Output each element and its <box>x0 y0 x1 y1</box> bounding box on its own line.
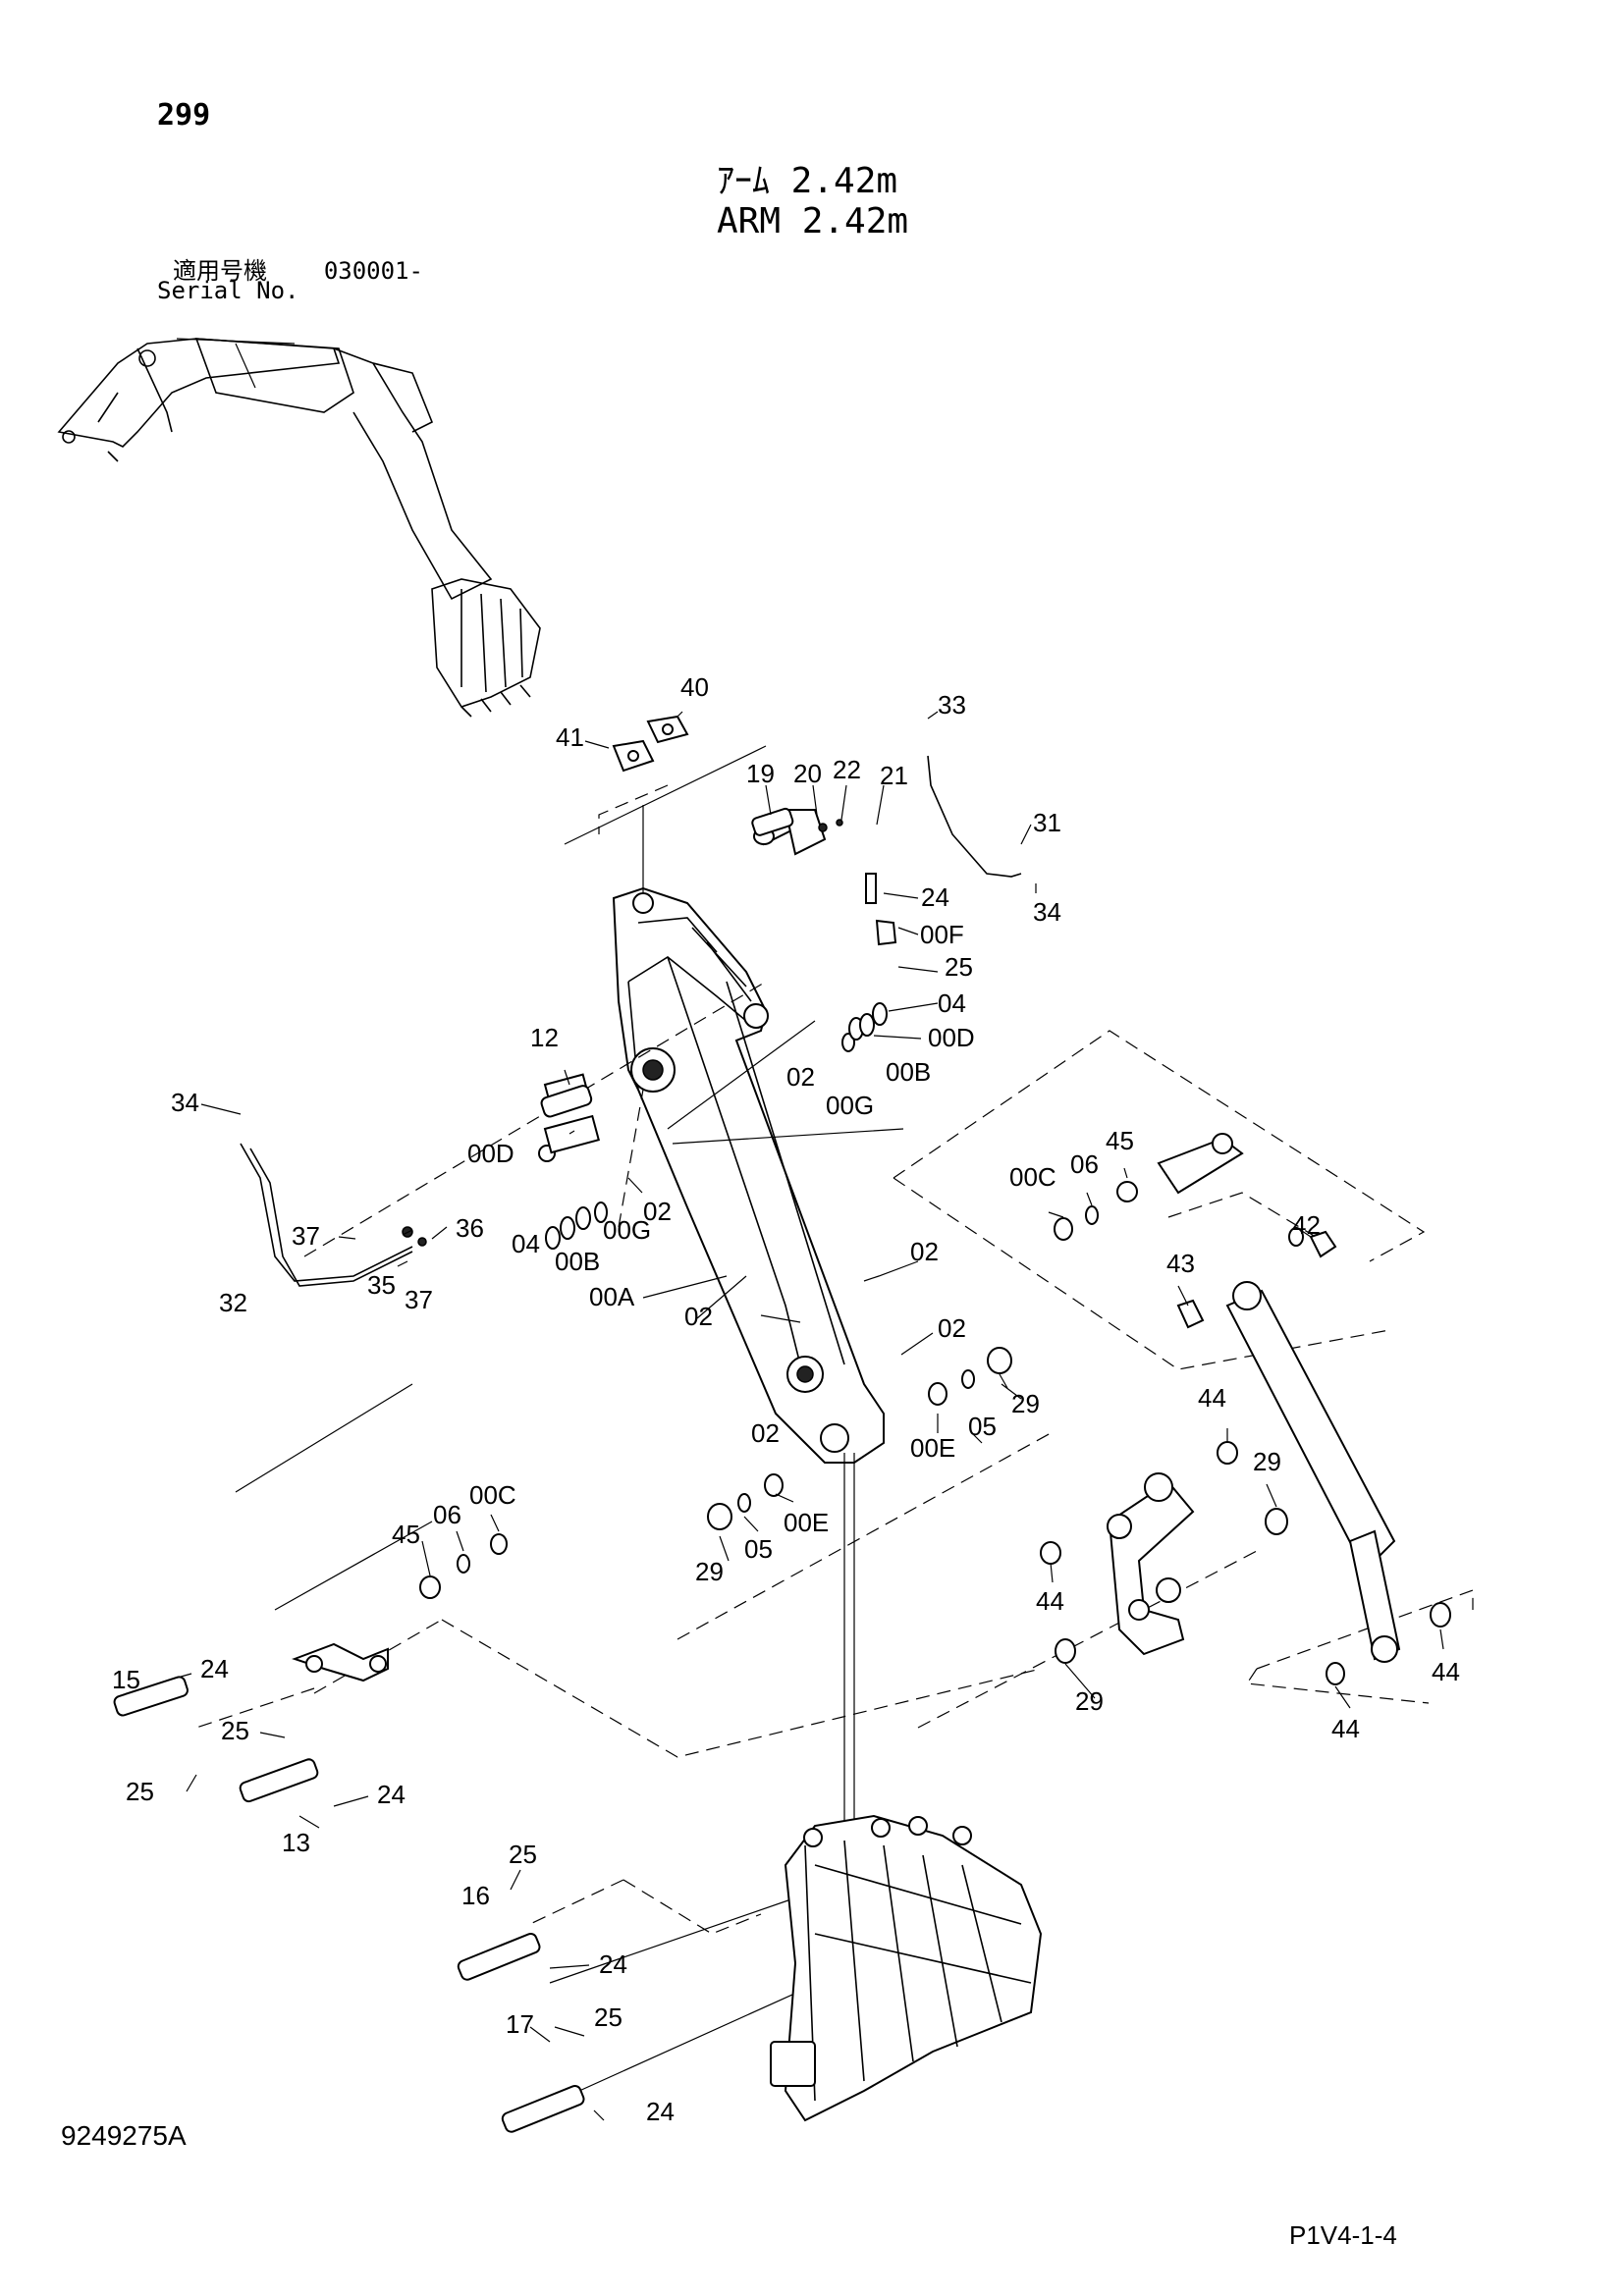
part-label: 02 <box>938 1313 966 1343</box>
serial-number-row: 適用号機 030001- <box>173 251 423 286</box>
part-label: 20 <box>793 759 822 788</box>
link-and-cylinder <box>292 1133 1451 1685</box>
part-label: 02 <box>643 1197 672 1226</box>
part-label: 24 <box>646 2097 675 2126</box>
drawing-number: 9249275A <box>61 2120 187 2151</box>
part-label: 40 <box>680 672 709 702</box>
part-label: 05 <box>744 1534 773 1564</box>
assembly-guide-lines <box>195 745 1474 2092</box>
part-label: 00E <box>910 1433 955 1463</box>
part-label: 15 <box>112 1665 140 1694</box>
leader-lines <box>166 711 1444 2121</box>
part-label: 13 <box>282 1828 310 1857</box>
part-label: 04 <box>938 988 966 1018</box>
part-label: 24 <box>921 882 949 912</box>
pins <box>113 807 1304 2133</box>
part-label: 06 <box>1070 1149 1099 1179</box>
part-label: 25 <box>509 1840 537 1869</box>
part-label: 12 <box>530 1023 559 1052</box>
part-label: 00D <box>928 1023 975 1052</box>
part-label: 00G <box>603 1215 651 1245</box>
part-label: 33 <box>938 690 966 720</box>
part-label: 37 <box>405 1285 433 1314</box>
part-label: 00E <box>784 1508 829 1537</box>
serial-value: 030001- <box>323 257 423 285</box>
part-label: 44 <box>1331 1714 1360 1743</box>
part-label: 00G <box>826 1091 874 1120</box>
part-label: 32 <box>219 1288 247 1317</box>
page-reference: P1V4-1-4 <box>1289 2220 1397 2250</box>
part-label: 00C <box>1009 1162 1056 1192</box>
serial-label-english: Serial No. <box>157 277 299 304</box>
part-label: 05 <box>968 1412 997 1441</box>
part-label: 21 <box>880 761 908 790</box>
part-label: 34 <box>171 1088 199 1117</box>
part-label: 00B <box>886 1057 931 1087</box>
part-label: 00D <box>467 1139 514 1168</box>
part-label: 29 <box>1011 1389 1040 1418</box>
part-label: 22 <box>833 755 861 784</box>
part-number-labels: 40 41 33 19 20 22 21 31 24 34 00F 25 04 … <box>112 672 1460 2126</box>
part-label: 02 <box>786 1062 815 1092</box>
part-label: 36 <box>456 1213 484 1243</box>
serial-label-japanese: 適用号機 <box>173 257 267 285</box>
part-label: 02 <box>684 1302 713 1331</box>
part-label: 43 <box>1166 1249 1195 1278</box>
part-label: 19 <box>746 759 775 788</box>
part-label: 25 <box>221 1716 249 1745</box>
part-label: 34 <box>1033 897 1061 927</box>
part-label: 25 <box>126 1777 154 1806</box>
part-label: 00F <box>920 920 964 949</box>
part-label: 45 <box>1106 1126 1134 1155</box>
part-label: 44 <box>1036 1586 1064 1616</box>
part-label: 29 <box>695 1557 724 1586</box>
part-label: 35 <box>367 1270 396 1300</box>
part-label: 06 <box>433 1500 461 1529</box>
part-label: 25 <box>594 2002 623 2032</box>
arm-body <box>612 886 885 1464</box>
part-label: 41 <box>556 722 584 752</box>
excavator-overview-sketch <box>57 338 541 718</box>
part-label: 04 <box>512 1229 540 1258</box>
part-label: 45 <box>392 1520 420 1549</box>
part-label: 24 <box>377 1780 406 1809</box>
part-label: 00C <box>469 1480 516 1510</box>
part-label: 00B <box>555 1247 600 1276</box>
part-label: 44 <box>1432 1657 1460 1686</box>
part-label: 02 <box>751 1418 780 1448</box>
part-label: 24 <box>200 1654 229 1683</box>
hydraulic-lines <box>240 1143 427 1287</box>
page-number: 299 <box>157 98 211 133</box>
part-label: 42 <box>1292 1210 1321 1240</box>
part-label: 29 <box>1253 1447 1281 1476</box>
part-label: 16 <box>461 1881 490 1910</box>
part-label: 25 <box>945 952 973 982</box>
part-label: 44 <box>1198 1383 1226 1413</box>
part-label: 31 <box>1033 808 1061 837</box>
part-label: 00A <box>589 1282 635 1311</box>
bucket <box>770 1814 1043 2122</box>
part-label: 17 <box>506 2009 534 2039</box>
part-label: 37 <box>292 1221 320 1251</box>
part-label: 02 <box>910 1237 939 1266</box>
part-label: 24 <box>599 1949 627 1979</box>
title-japanese: ｱｰﾑ 2.42m <box>717 161 898 201</box>
part-label: 29 <box>1075 1686 1104 1716</box>
title-english: ARM 2.42m <box>717 201 909 241</box>
